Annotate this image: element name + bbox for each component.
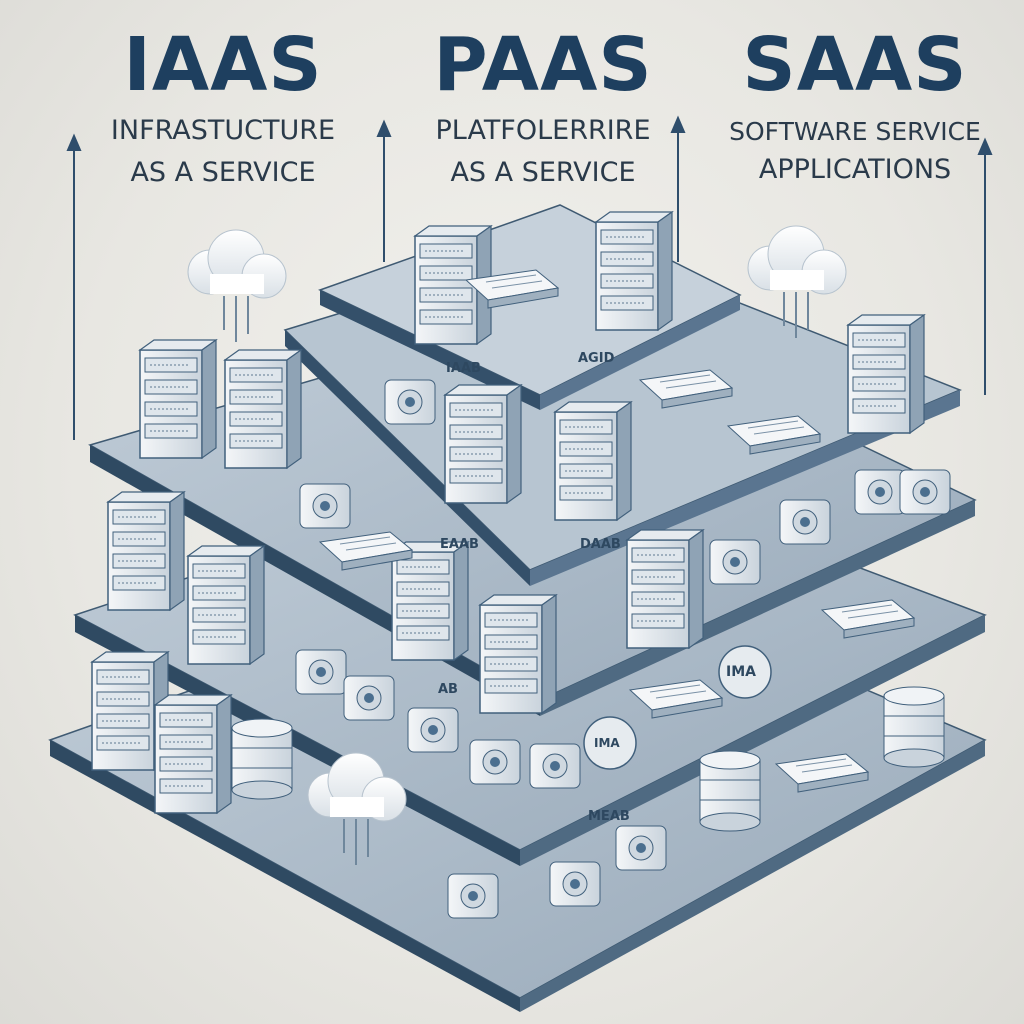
paas-line2: AS A SERVICE — [450, 156, 636, 188]
paas-line1: PLATFOLERRIRE — [435, 115, 651, 146]
server-rack-icon — [187, 545, 265, 665]
database-icon — [699, 750, 761, 832]
server-rack-icon — [479, 594, 557, 714]
platform-label: DAAB — [580, 537, 621, 552]
iaas-heading: IAAS INFRASTUCTURE AS A SERVICE — [78, 28, 368, 190]
badge-icon — [718, 645, 772, 699]
platform-label: EAAB — [440, 537, 479, 552]
server-rack-icon — [139, 339, 217, 459]
paas-acronym: PAAS — [433, 22, 653, 108]
device-icon — [447, 873, 499, 919]
server-rack-icon — [595, 211, 673, 331]
database-icon — [231, 718, 293, 800]
device-icon — [854, 469, 906, 515]
paas-heading: PAAS PLATFOLERRIRE AS A SERVICE — [398, 28, 688, 190]
iaas-line2: AS A SERVICE — [130, 156, 316, 188]
server-rack-icon — [224, 349, 302, 469]
badge-label: IMA — [726, 664, 756, 680]
saas-line1: SOFTWARE SERVICE — [729, 117, 981, 146]
platform-label: AGID — [578, 351, 615, 366]
platform-label: MEAB — [588, 809, 630, 824]
server-rack-icon — [554, 401, 632, 521]
arrow-icon — [66, 115, 993, 440]
device-icon — [709, 539, 761, 585]
device-icon — [549, 861, 601, 907]
platform-label: AB — [438, 682, 458, 697]
badge-icon — [583, 716, 637, 770]
device-icon — [615, 825, 667, 871]
iaas-line1: INFRASTUCTURE — [110, 115, 336, 146]
saas-heading: SAAS SOFTWARE SERVICE APPLICATIONS — [705, 28, 1005, 187]
saas-line2: APPLICATIONS — [758, 154, 952, 186]
device-icon — [529, 743, 581, 789]
device-icon — [295, 649, 347, 695]
device-icon — [779, 499, 831, 545]
device-icon — [384, 379, 436, 425]
server-rack-icon — [847, 314, 925, 434]
server-rack-icon — [444, 384, 522, 504]
saas-acronym: SAAS — [742, 22, 968, 108]
device-icon — [469, 739, 521, 785]
device-icon — [407, 707, 459, 753]
badge-label: IMA — [594, 736, 620, 750]
iaas-acronym: IAAS — [123, 22, 323, 108]
server-rack-icon — [107, 491, 185, 611]
database-icon — [883, 686, 945, 768]
device-icon — [343, 675, 395, 721]
platform-label: IAAB — [446, 361, 481, 376]
device-icon — [899, 469, 951, 515]
cloud-icon — [187, 229, 287, 343]
server-rack-icon — [626, 529, 704, 649]
device-icon — [299, 483, 351, 529]
server-rack-icon — [154, 694, 232, 814]
